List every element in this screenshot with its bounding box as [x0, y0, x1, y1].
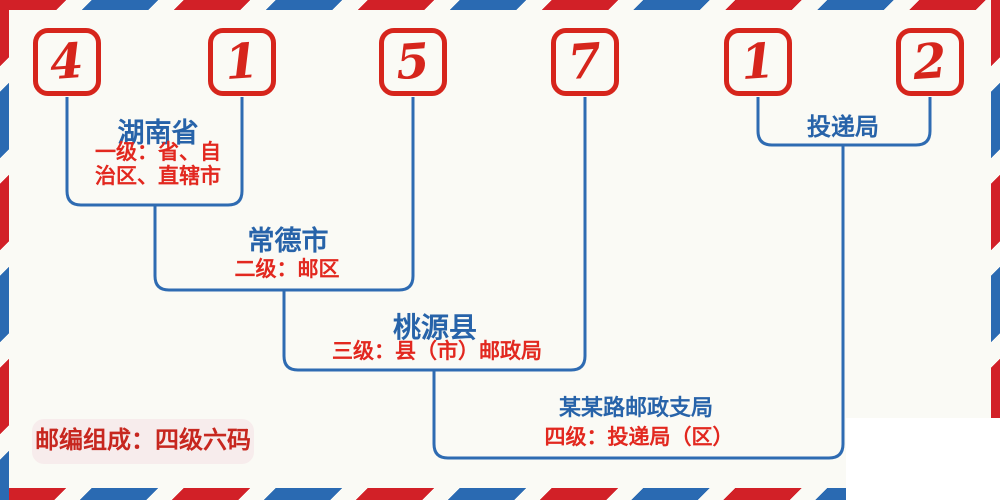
digit-4: 7 [566, 32, 604, 92]
digit-box-4: 7 [551, 28, 619, 96]
region-level1-province: 湖南省 [117, 118, 199, 148]
region-delivery-office: 投递局 [807, 115, 879, 141]
region-level3-county: 桃源县 [392, 313, 478, 344]
note-level2: 二级：邮区 [234, 258, 340, 281]
digit-box-5: 1 [724, 28, 792, 96]
region-level4-branch: 某某路邮政支局 [558, 395, 714, 420]
airmail-border-bottom [0, 488, 1000, 500]
note-level3: 三级：县（市）邮政局 [332, 340, 542, 363]
digit-box-6: 2 [896, 28, 964, 96]
digit-3: 5 [394, 32, 432, 92]
digit-5: 1 [739, 32, 777, 92]
region-level2-city: 常德市 [247, 226, 329, 256]
airmail-border-right [991, 0, 1000, 500]
digit-box-1: 4 [33, 28, 101, 96]
note-level4: 四级：投递局（区） [544, 426, 734, 449]
bracket-level4 [432, 145, 845, 460]
digit-1: 4 [48, 32, 86, 92]
note-level1-line1: 一级：省、自 [95, 141, 221, 164]
note-level1-line2: 治区、直辖市 [95, 165, 221, 188]
composition-badge: 邮编组成：四级六码 [32, 419, 254, 464]
digit-6: 2 [911, 32, 949, 92]
digit-box-2: 1 [208, 28, 276, 96]
bottom-right-blank-patch [846, 418, 1000, 500]
bracket-delivery [756, 97, 932, 147]
airmail-border-top [0, 0, 1000, 10]
digit-box-3: 5 [379, 28, 447, 96]
note-level1: 一级：省、自 治区、直辖市 [95, 141, 221, 189]
airmail-border-left [0, 0, 9, 500]
digit-2: 1 [223, 32, 261, 92]
